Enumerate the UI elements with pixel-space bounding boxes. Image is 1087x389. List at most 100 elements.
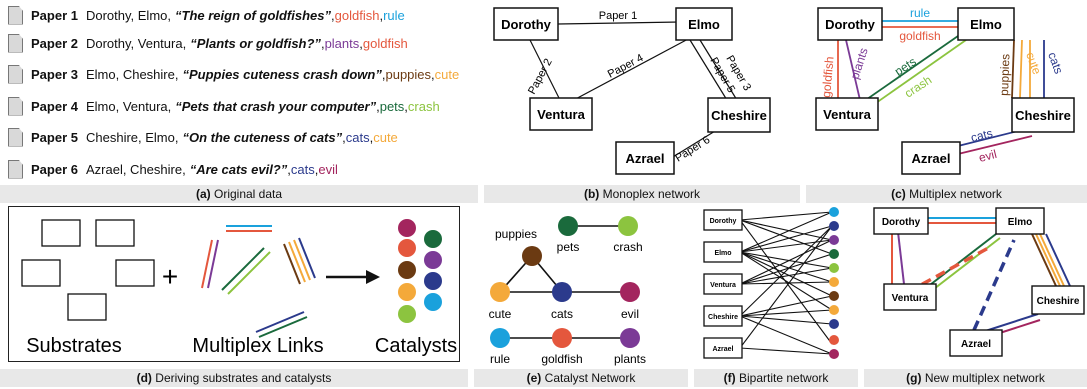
paper-keyword: plants (324, 35, 360, 51)
paper-authors: Cheshire, Elmo, (85, 129, 179, 145)
caption-c: (c) Multiplex network (806, 185, 1087, 203)
kw-label-crash: crash (902, 73, 934, 101)
paper-authors: Dorothy, Elmo, (85, 7, 171, 23)
paper-title: “Puppies cuteness crash down” (182, 66, 382, 82)
node-dorothy: Dorothy (825, 17, 876, 32)
paper-title: “Are cats evil?” (189, 161, 288, 177)
kw-node-puppies: puppies (495, 227, 537, 241)
edge-label-paper4: Paper 4 (606, 52, 646, 81)
paper-keyword: puppies (385, 66, 432, 82)
paper-id: Paper 1 (31, 7, 78, 23)
document-icon (8, 96, 23, 116)
paper-title: “On the cuteness of cats” (182, 129, 343, 145)
node-azrael: Azrael (911, 151, 950, 166)
bip-node-dorothy: Dorothy (710, 218, 737, 225)
kw-label-evil: evil (977, 147, 998, 165)
caption-g: (g) New multiplex network (864, 369, 1087, 387)
kw-label-goldfish-2: goldfish (819, 56, 837, 98)
document-icon (8, 159, 23, 179)
bip-node-elmo: Elmo (714, 250, 731, 257)
new-node-azrael: Azrael (961, 339, 991, 350)
monoplex-network: Paper 1 Paper 2 Paper 4 Paper 3 Paper 5 … (493, 7, 771, 175)
bip-node-azrael: Azrael (712, 346, 733, 353)
document-icon (8, 64, 23, 84)
paper-authors: Dorothy, Ventura, (85, 35, 187, 51)
paper-id: Paper 4 (31, 98, 78, 114)
paper-keyword: cute (434, 66, 460, 82)
paper-authors: Elmo, Ventura, (85, 98, 172, 114)
kw-node-pets: pets (557, 240, 580, 254)
caption-b: (b) Monoplex network (484, 185, 800, 203)
new-node-ventura: Ventura (892, 293, 929, 304)
kw-node-evil: evil (621, 307, 639, 321)
kw-label-goldfish: goldfish (899, 29, 940, 43)
paper-row: Paper 1 Dorothy, Elmo,“The reign of goldf… (8, 4, 405, 26)
node-cheshire: Cheshire (711, 108, 767, 123)
node-ventura: Ventura (537, 107, 585, 122)
caption-e: (e) Catalyst Network (474, 369, 688, 387)
node-ventura: Ventura (823, 107, 871, 122)
paper-row: Paper 6 Azrael, Cheshire,“Are cats evil?”… (8, 158, 338, 180)
kw-node-crash: crash (613, 240, 642, 254)
paper-keyword: crash (407, 98, 440, 114)
paper-title: “Pets that crash your computer” (175, 98, 377, 114)
bip-node-ventura: Ventura (710, 282, 736, 289)
paper-id: Paper 2 (31, 35, 78, 51)
edge-label-paper2: Paper 2 (526, 57, 555, 97)
document-icon (8, 127, 23, 147)
paper-title: “Plants or goldfish?” (190, 35, 321, 51)
paper-keyword: goldfish (334, 7, 380, 23)
kw-label-cats: cats (1045, 50, 1066, 75)
paper-id: Paper 3 (31, 66, 78, 82)
catalyst-network: puppies pets crash cute cats evil rule g… (489, 216, 646, 366)
edge-label-paper6: Paper 6 (673, 134, 712, 165)
kw-node-goldfish: goldfish (541, 352, 582, 366)
bipartite-network: Dorothy Elmo Ventura Cheshire Azrael (703, 207, 839, 359)
paper-keyword: rule (383, 7, 405, 23)
edge-label-paper1: Paper 1 (599, 10, 638, 22)
label-catalysts: Catalysts (375, 335, 457, 357)
paper-title: “The reign of goldfishes” (175, 7, 332, 23)
deriving-panel (8, 206, 460, 362)
paper-id: Paper 5 (31, 129, 78, 145)
kw-label-plants: plants (848, 46, 871, 81)
caption-d: (d) Deriving substrates and catalysts (0, 369, 468, 387)
paper-authors: Elmo, Cheshire, (85, 66, 179, 82)
paper-keyword: cats (345, 129, 370, 145)
new-node-elmo: Elmo (1008, 217, 1032, 228)
plus-sign: + (162, 261, 178, 292)
paper-keyword: cats (290, 161, 315, 177)
caption-f: (f) Bipartite network (694, 369, 858, 387)
node-elmo: Elmo (688, 17, 720, 32)
paper-keyword: evil (318, 161, 338, 177)
paper-row: Paper 5 Cheshire, Elmo,“On the cuteness o… (8, 126, 398, 148)
caption-a: (a) Original data (0, 185, 478, 203)
node-elmo: Elmo (970, 17, 1002, 32)
kw-label-cute: cute (1023, 50, 1044, 76)
kw-label-rule: rule (910, 6, 930, 20)
kw-node-plants: plants (614, 352, 646, 366)
paper-id: Paper 6 (31, 161, 78, 177)
bip-node-cheshire: Cheshire (708, 314, 738, 321)
node-cheshire: Cheshire (1015, 108, 1071, 123)
multiplex-network: rule goldfish goldfish plants pets crash… (815, 6, 1075, 175)
paper-row: Paper 3 Elmo, Cheshire,“Puppies cuteness … (8, 63, 459, 85)
paper-keyword: pets (379, 98, 405, 114)
paper-row: Paper 4 Elmo, Ventura,“Pets that crash yo… (8, 95, 440, 117)
paper-row: Paper 2 Dorothy, Ventura,“Plants or goldf… (8, 32, 408, 54)
kw-node-rule: rule (490, 352, 510, 366)
new-node-dorothy: Dorothy (882, 217, 921, 228)
node-azrael: Azrael (625, 151, 664, 166)
kw-label-puppies: puppies (997, 54, 1012, 97)
paper-keyword: cute (373, 129, 398, 145)
paper-authors: Azrael, Cheshire, (85, 161, 186, 177)
kw-node-cats: cats (551, 307, 573, 321)
kw-label-cats-2: cats (969, 126, 994, 145)
node-dorothy: Dorothy (501, 17, 552, 32)
paper-keyword: goldfish (362, 35, 408, 51)
deriving-diagram: + Substrates Multiplex Links Catalysts (21, 219, 457, 357)
document-icon (8, 33, 23, 53)
document-icon (8, 5, 23, 25)
label-substrates: Substrates (26, 335, 122, 357)
kw-node-cute: cute (489, 307, 512, 321)
